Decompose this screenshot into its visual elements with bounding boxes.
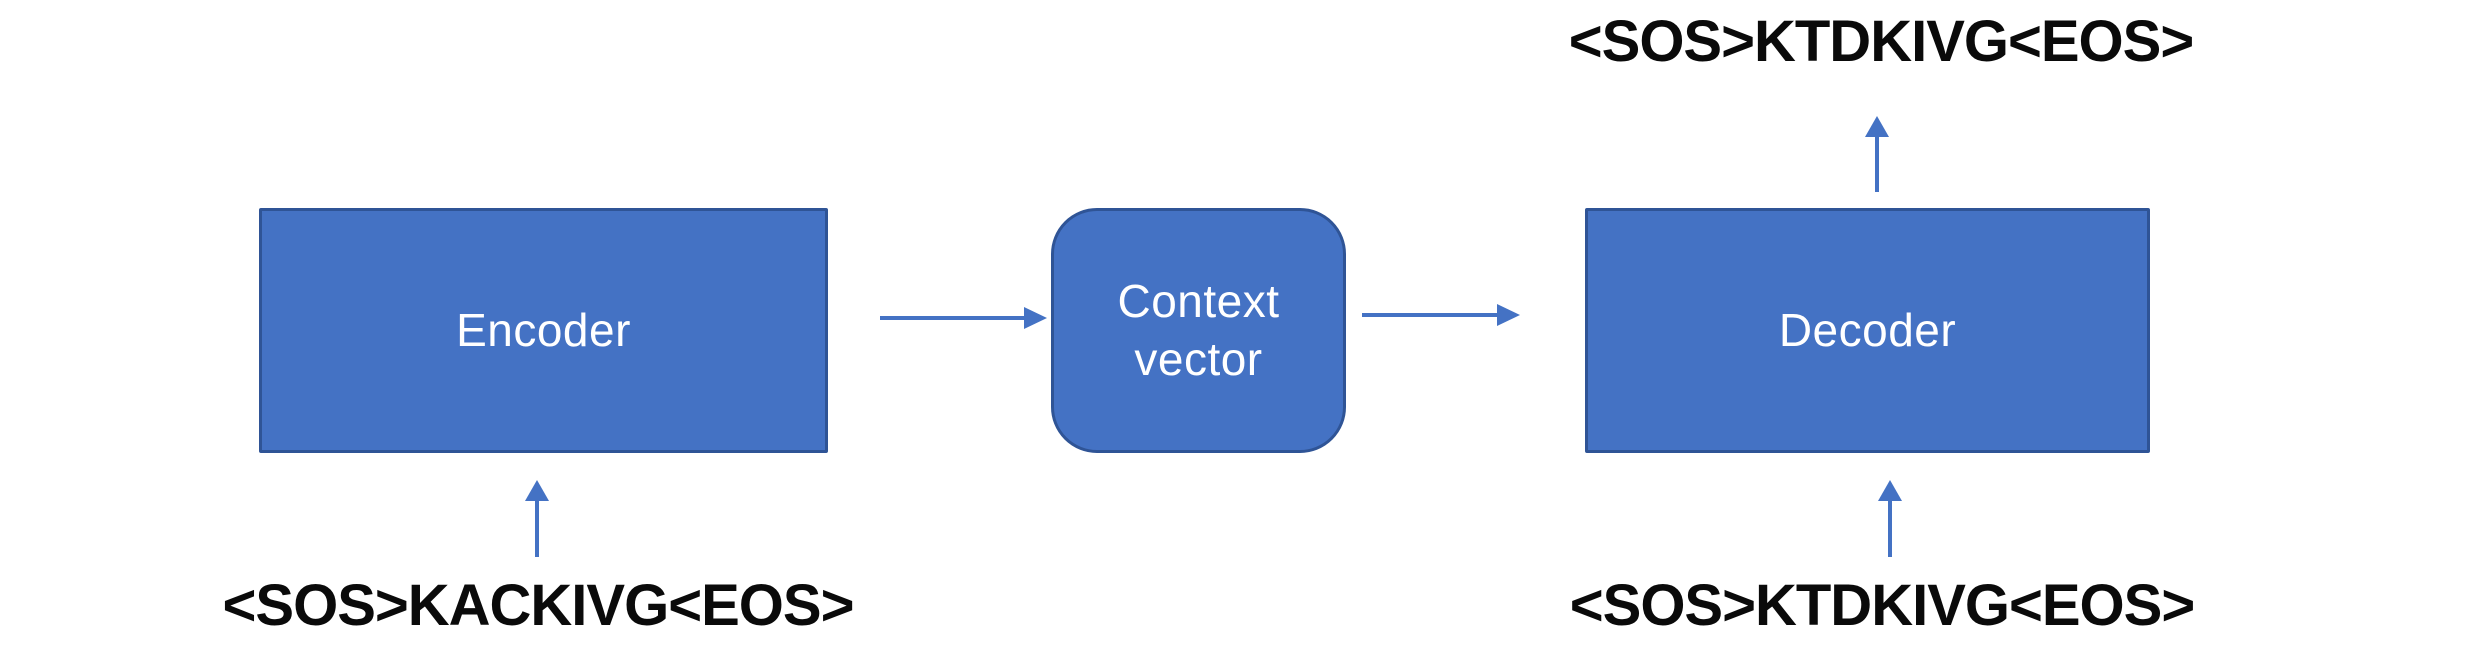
- decoder-label: Decoder: [1778, 303, 1957, 356]
- arrowhead-up-icon: [1878, 480, 1902, 501]
- arrow-encoder-to-context: [880, 307, 1047, 329]
- arrow-decoder-to-output: [1865, 116, 1889, 192]
- encoder-box: Encoder: [259, 208, 828, 453]
- arrowhead-up-icon: [1865, 116, 1889, 137]
- context-vector-label: Context vector: [1117, 275, 1280, 385]
- arrow-shaft: [1888, 501, 1892, 557]
- arrow-shaft: [535, 501, 539, 557]
- encoder-label: Encoder: [456, 303, 631, 356]
- arrow-shaft: [1875, 137, 1879, 192]
- arrow-input-to-decoder: [1878, 480, 1902, 557]
- arrow-context-to-decoder: [1362, 304, 1520, 326]
- decoder-input-sequence-label: <SOS>KTDKIVG<EOS>: [1569, 573, 2195, 638]
- arrowhead-right-icon: [1497, 304, 1520, 326]
- arrowhead-up-icon: [525, 480, 549, 501]
- arrow-shaft: [1362, 313, 1497, 317]
- context-vector-box: Context vector: [1051, 208, 1346, 453]
- encoder-input-sequence-label: <SOS>KACKIVG<EOS>: [222, 573, 855, 638]
- arrowhead-right-icon: [1024, 307, 1047, 329]
- arrow-shaft: [880, 316, 1024, 320]
- decoder-box: Decoder: [1585, 208, 2150, 453]
- decoder-output-sequence-label: <SOS>KTDKIVG<EOS>: [1568, 9, 2194, 74]
- arrow-input-to-encoder: [525, 480, 549, 557]
